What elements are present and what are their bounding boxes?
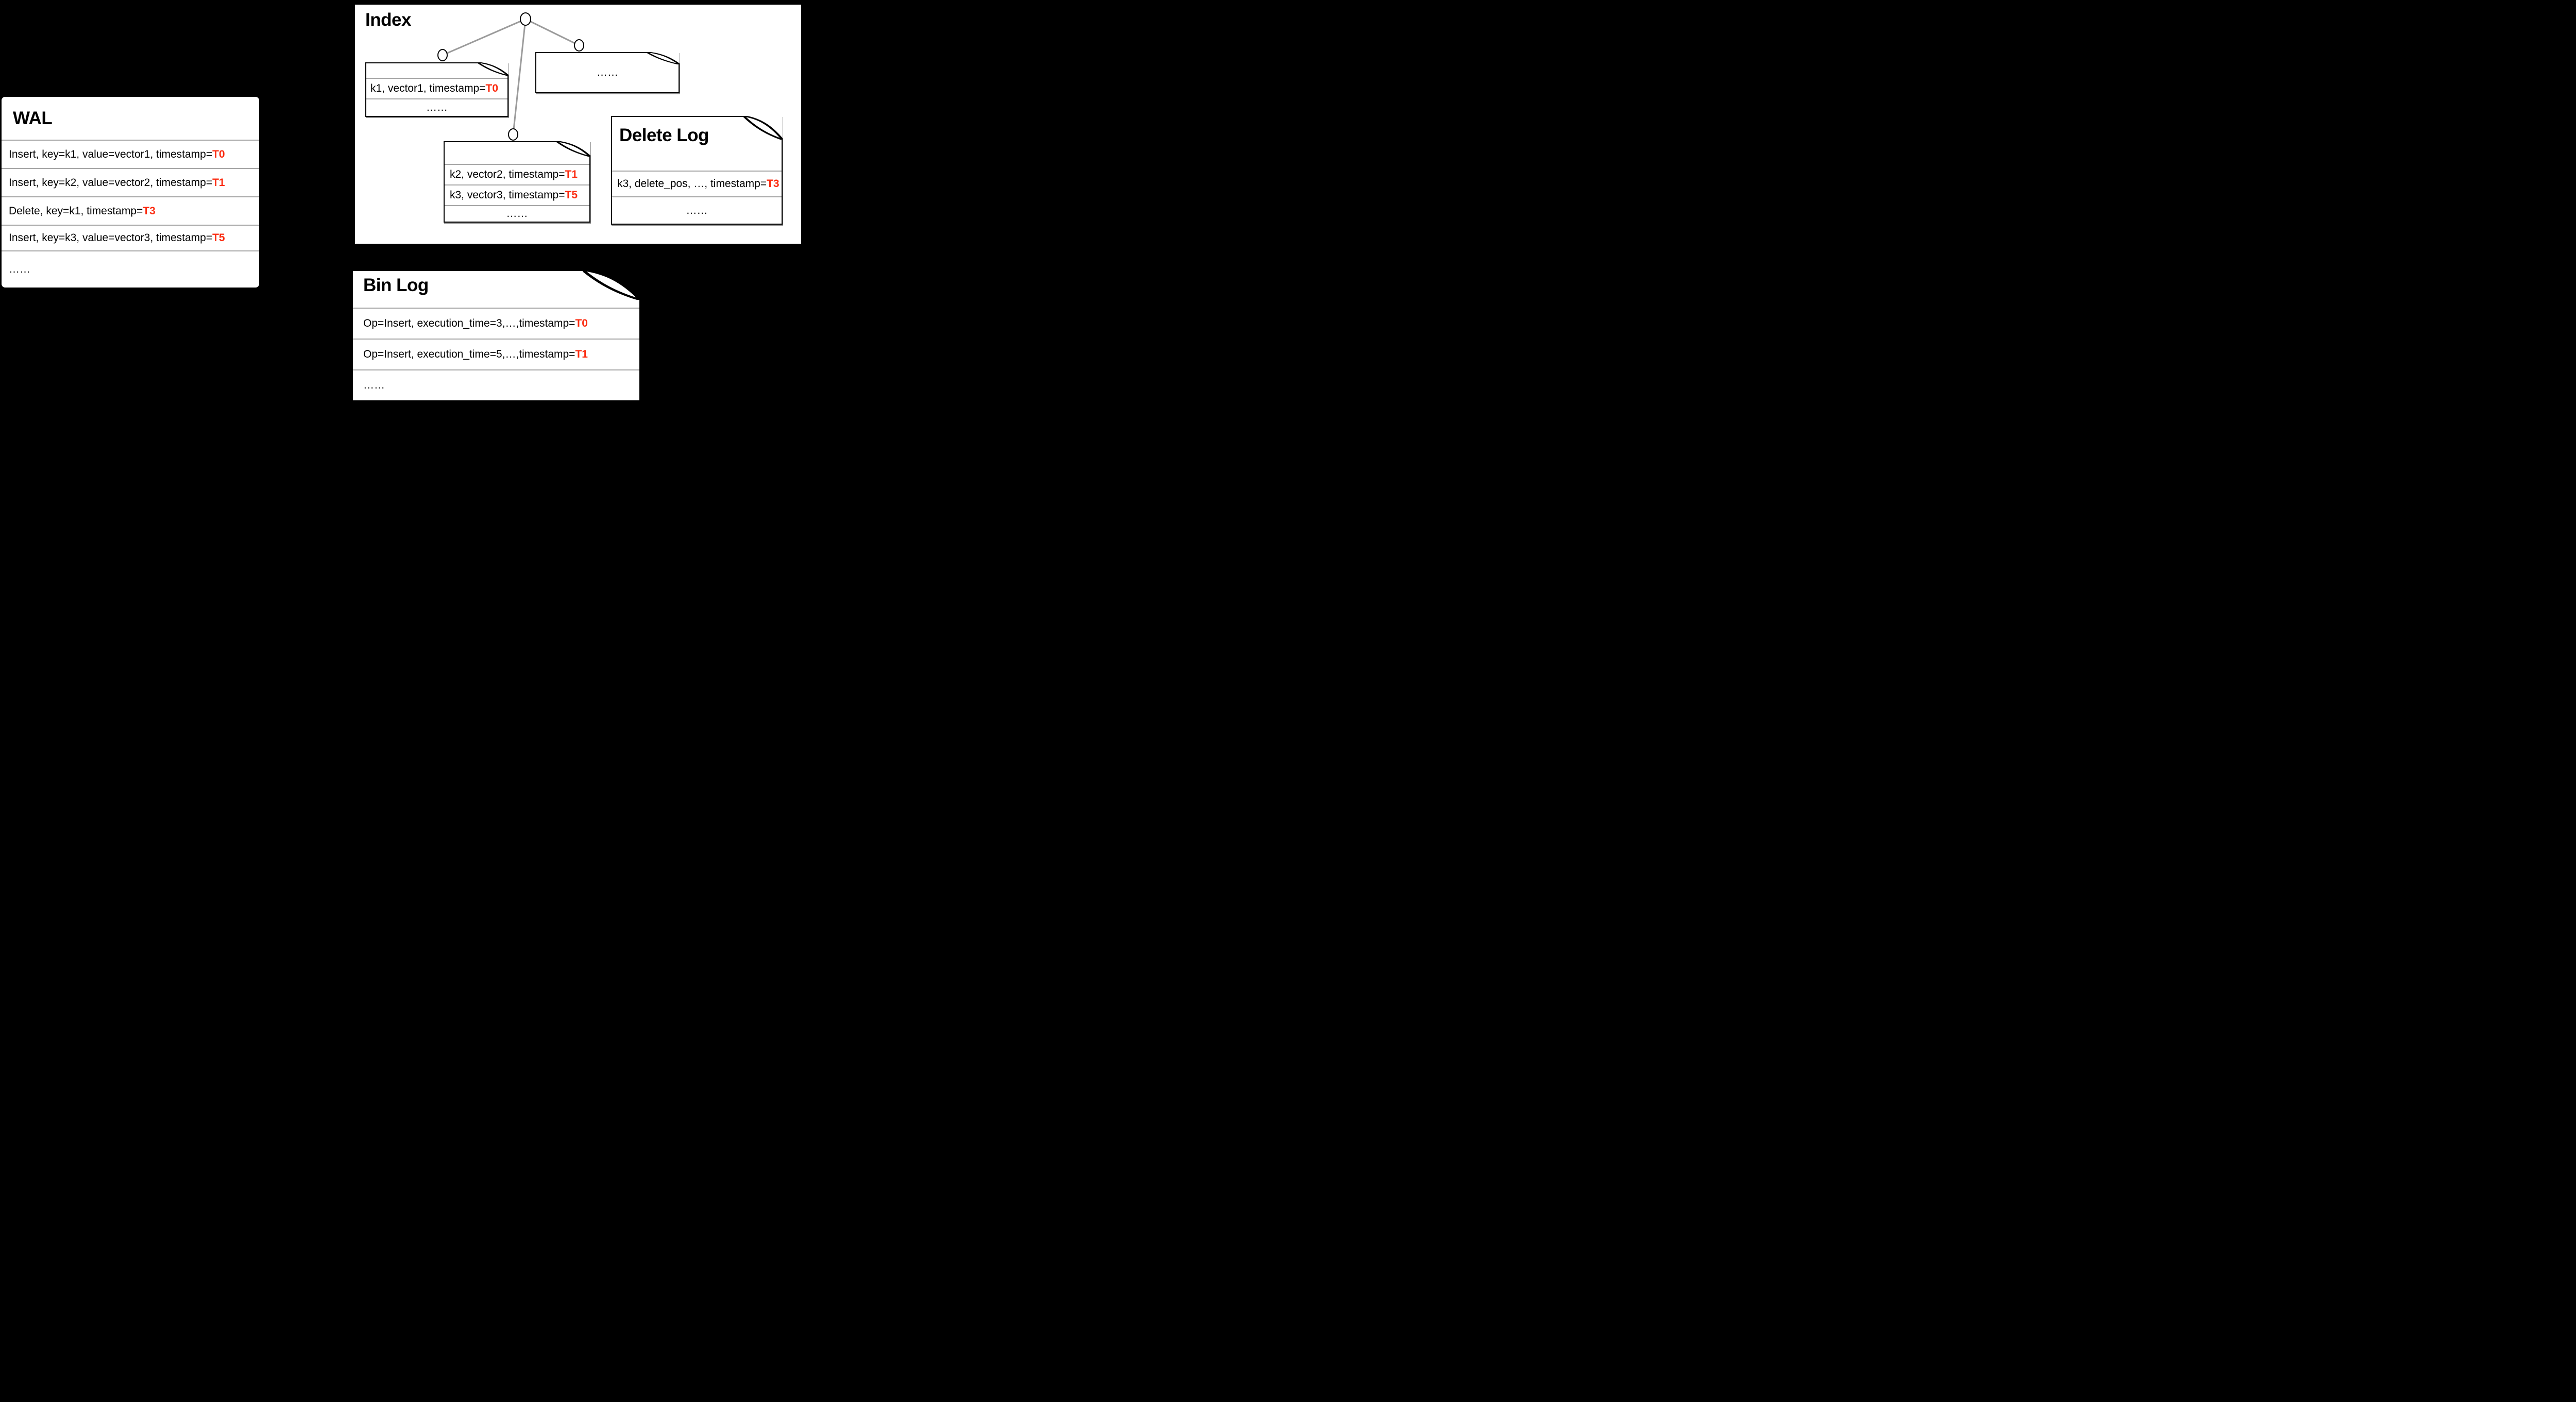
page-ellipsis-row: …… <box>536 53 679 92</box>
page-header-band <box>445 142 589 164</box>
page-row: k2, vector2, timestamp=T1 <box>445 164 589 184</box>
page-ellipsis-row: …… <box>353 369 639 400</box>
page-row-text: Op=Insert, execution_time=3,…,timestamp=… <box>363 317 588 329</box>
tree-edge <box>512 19 527 135</box>
slide-canvas: WAL Insert, key=k1, value=vector1, times… <box>0 0 808 402</box>
wal-row: Insert, key=k1, value=vector1, timestamp… <box>2 140 259 168</box>
wal-table: WAL Insert, key=k1, value=vector1, times… <box>2 97 259 288</box>
tree-node-left <box>437 49 448 61</box>
bin-log-title: Bin Log <box>363 275 429 295</box>
timestamp-value: T1 <box>575 348 588 360</box>
tree-node-middle <box>508 128 518 141</box>
timestamp-value: T3 <box>767 178 779 190</box>
tree-node-right <box>574 39 584 52</box>
tree-edge <box>525 18 580 46</box>
timestamp-value: T1 <box>212 176 225 189</box>
page-row-text: k1, vector1, timestamp=T0 <box>370 82 499 94</box>
timestamp-value: T1 <box>565 168 578 180</box>
page-row: k3, delete_pos, …, timestamp=T3 <box>612 171 782 196</box>
page-row: Op=Insert, execution_time=5,…,timestamp=… <box>353 339 639 369</box>
index-segment-page-k2-k3: k2, vector2, timestamp=T1 k3, vector3, t… <box>444 141 590 223</box>
bin-log-title-band: Bin Log <box>353 271 639 308</box>
index-segment-page-k1: k1, vector1, timestamp=T0 …… <box>365 62 509 117</box>
page-row: k1, vector1, timestamp=T0 <box>366 78 507 98</box>
page-ellipsis-row: …… <box>445 205 589 222</box>
page-row-text: k3, delete_pos, …, timestamp=T3 <box>617 178 779 190</box>
ellipsis-text: …… <box>686 204 708 216</box>
ellipsis-text: …… <box>597 66 618 78</box>
wal-row: Insert, key=k2, value=vector2, timestamp… <box>2 168 259 196</box>
wal-title: WAL <box>13 108 53 128</box>
wal-row-text: Insert, key=k2, value=vector2, timestamp… <box>9 176 225 189</box>
timestamp-value: T0 <box>575 317 588 329</box>
wal-row-text: Insert, key=k1, value=vector1, timestamp… <box>9 148 225 160</box>
delete-log-title-band: Delete Log <box>612 117 782 171</box>
page-ellipsis-row: …… <box>612 196 782 224</box>
timestamp-value: T3 <box>143 205 156 217</box>
wal-row: Insert, key=k3, value=vector3, timestamp… <box>2 225 259 250</box>
delete-log-page: Delete Log k3, delete_pos, …, timestamp=… <box>611 116 783 225</box>
ellipsis-text: …… <box>363 379 385 391</box>
timestamp-value: T5 <box>565 189 578 201</box>
index-segment-page-more: …… <box>535 52 680 93</box>
wal-ellipsis-row: …… <box>2 250 259 288</box>
index-panel: Index k1, vector1, timestamp=T0 …… k2, v… <box>353 3 803 245</box>
page-row: k3, vector3, timestamp=T5 <box>445 184 589 205</box>
timestamp-value: T0 <box>485 82 499 94</box>
page-header-band <box>366 63 507 78</box>
page-row-text: Op=Insert, execution_time=5,…,timestamp=… <box>363 348 588 360</box>
tree-node-root <box>520 12 531 26</box>
wal-title-band: WAL <box>2 97 259 140</box>
delete-log-title: Delete Log <box>619 125 709 145</box>
ellipsis-text: …… <box>426 102 448 113</box>
index-title: Index <box>365 10 411 30</box>
timestamp-value: T5 <box>212 232 225 244</box>
bin-log-page: Bin Log Op=Insert, execution_time=3,…,ti… <box>352 270 640 401</box>
timestamp-value: T0 <box>212 148 225 160</box>
ellipsis-text: …… <box>9 263 30 275</box>
tree-edge <box>442 18 526 56</box>
wal-row-text: Insert, key=k3, value=vector3, timestamp… <box>9 232 225 244</box>
wal-row: Delete, key=k1, timestamp=T3 <box>2 196 259 225</box>
page-row-text: k2, vector2, timestamp=T1 <box>450 168 578 180</box>
ellipsis-text: …… <box>506 208 528 219</box>
page-ellipsis-row: …… <box>366 98 507 116</box>
page-row-text: k3, vector3, timestamp=T5 <box>450 189 578 201</box>
wal-row-text: Delete, key=k1, timestamp=T3 <box>9 205 156 217</box>
page-row: Op=Insert, execution_time=3,…,timestamp=… <box>353 308 639 339</box>
